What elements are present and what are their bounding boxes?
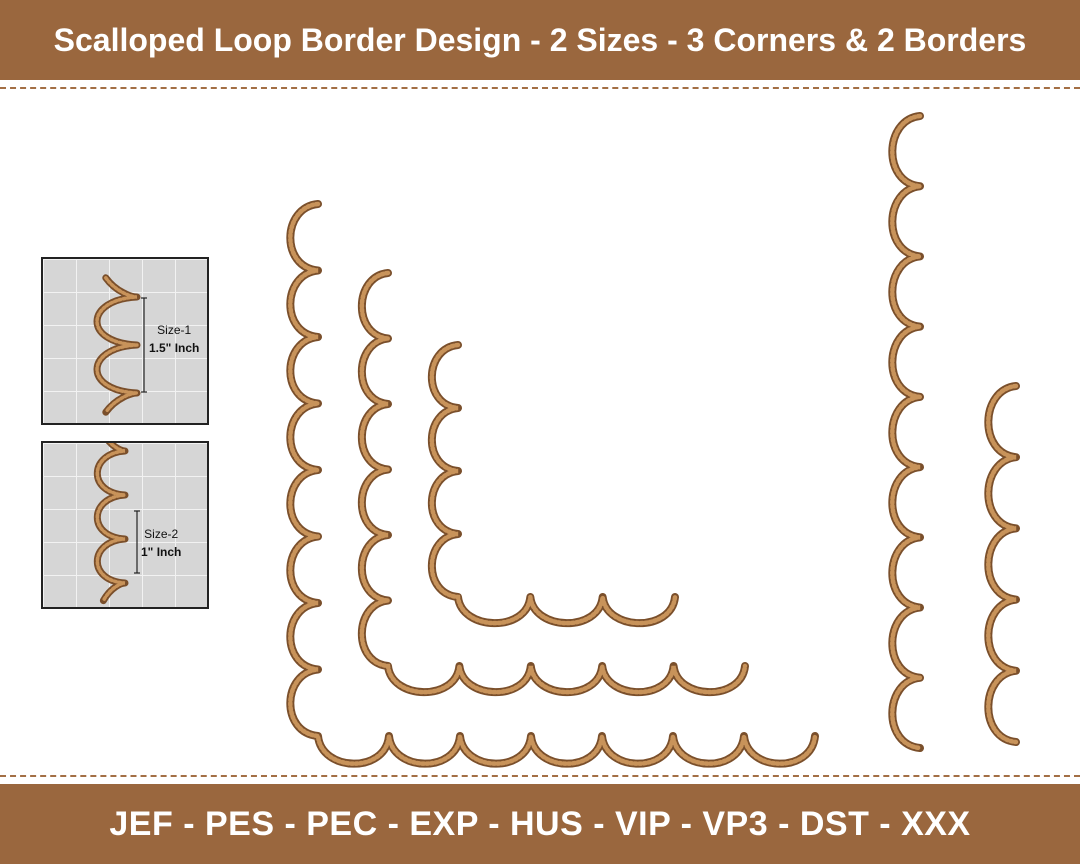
size-2-name: Size-2 (144, 527, 179, 541)
header-banner: Scalloped Loop Border Design - 2 Sizes -… (0, 0, 1080, 80)
top-stitch-divider (0, 87, 1080, 89)
file-formats: JEF - PES - PEC - EXP - HUS - VIP - VP3 … (109, 804, 971, 843)
border-tall (888, 112, 924, 752)
size-2-scallop-sample (93, 443, 140, 605)
page-title: Scalloped Loop Border Design - 2 Sizes -… (53, 21, 1027, 58)
border-tall-stitch (890, 113, 923, 751)
size-1-dimension-marker (141, 297, 147, 393)
size-1-scallop-sample (93, 274, 147, 416)
size-2-dimension: 1" Inch (141, 545, 182, 559)
size-2-dimension-marker (134, 510, 140, 574)
size-2-preview: Size-2 1" Inch (41, 441, 209, 609)
scallop-sample-stitch (95, 443, 126, 603)
size-1-dimension: 1.5" Inch (149, 341, 200, 355)
corner-medium (357, 269, 749, 697)
corner-small (427, 341, 679, 628)
border-short-stitch (986, 383, 1019, 745)
corner-large-stitch (288, 201, 818, 766)
size-2-label: Size-2 1" Inch (141, 525, 181, 561)
scallop-sample-stitch (95, 276, 138, 414)
corner-small-stitch (429, 342, 678, 626)
bottom-stitch-divider (0, 775, 1080, 777)
corner-medium-stitch (359, 270, 748, 695)
size-1-label: Size-1 1.5" Inch (149, 321, 199, 357)
size-1-name: Size-1 (157, 323, 192, 337)
footer-banner: JEF - PES - PEC - EXP - HUS - VIP - VP3 … (0, 784, 1080, 864)
size-1-preview: Size-1 1.5" Inch (41, 257, 209, 425)
